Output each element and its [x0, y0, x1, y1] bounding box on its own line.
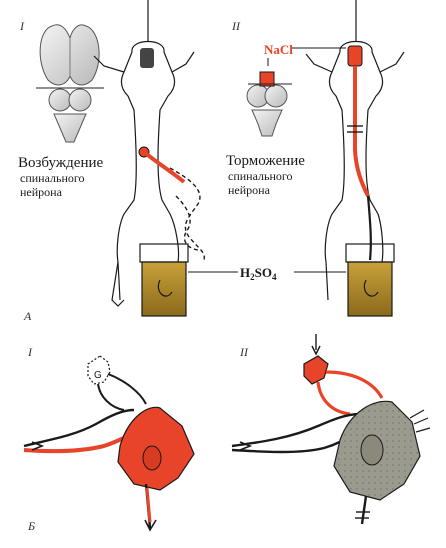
excitation-subtitle-2: нейрона: [20, 185, 63, 199]
brain-left-intact: [36, 24, 104, 143]
frog-left-head-clip: [140, 48, 154, 68]
panel-a-numeral-ii: II: [231, 19, 241, 33]
panel-a-numeral-i: I: [19, 19, 25, 33]
acid-label: H2SO4: [240, 265, 277, 282]
panel-b-numeral-ii: II: [239, 345, 249, 359]
leg-flexion-dashed: [169, 167, 205, 261]
acid-beaker-right: [345, 243, 395, 317]
neuron-excited: G: [23, 355, 195, 532]
panel-a-label: А: [23, 309, 32, 323]
neuron-inhibited: [231, 334, 431, 525]
inhibition-title: Торможение: [226, 153, 305, 169]
nacl-label: NaCl: [264, 42, 293, 57]
inhibition-pathway: [347, 66, 372, 261]
frog-right: [305, 0, 405, 301]
brain-right-crystal: [246, 71, 292, 137]
inhibition-subtitle-2: нейрона: [228, 183, 271, 197]
excitation-subtitle-1: спинального: [20, 171, 85, 185]
excitation-title: Возбуждение: [18, 155, 104, 171]
excitation-pathway: [138, 146, 186, 184]
svg-text:G: G: [94, 370, 102, 381]
panel-b-numeral-i: I: [27, 345, 33, 359]
frog-right-head-crystal: [347, 45, 363, 67]
panel-b-label: Б: [27, 519, 35, 533]
inhibition-subtitle-1: спинального: [228, 169, 293, 183]
acid-beaker-left: [139, 243, 189, 317]
